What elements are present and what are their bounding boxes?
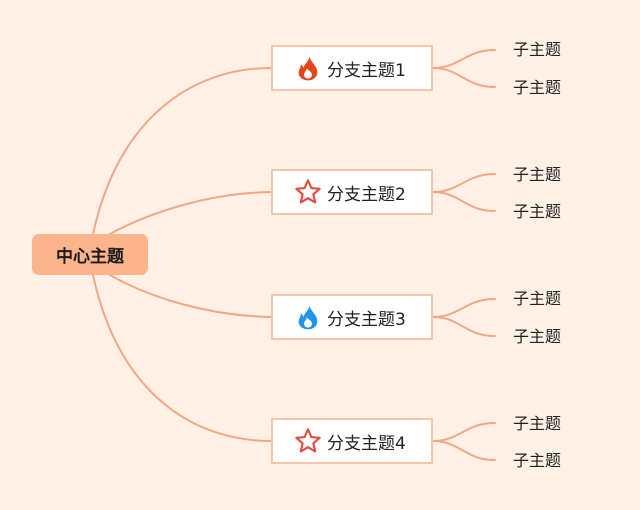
branch-topic-4-label: 分支主题4 — [327, 433, 406, 454]
star-icon — [294, 178, 322, 206]
branch-4-subtopic-1[interactable]: 子主题 — [513, 414, 562, 433]
star-icon — [294, 427, 322, 455]
branch-3-subtopic-1[interactable]: 子主题 — [513, 289, 562, 308]
fire-shape — [298, 305, 318, 330]
central-to-branch-2-connector — [109, 191, 272, 235]
central-topic-label: 中心主题 — [56, 247, 124, 267]
branch-3-subtopic-2[interactable]: 子主题 — [513, 327, 562, 346]
fire-shape — [298, 56, 318, 81]
branch-topic-4[interactable]: 分支主题4 — [271, 418, 433, 464]
branch-2-subtopic-1[interactable]: 子主题 — [513, 165, 562, 184]
branch-1-sub-1-connector — [432, 49, 496, 69]
central-to-branch-1-connector — [92, 67, 272, 235]
branch-2-sub-2-connector — [432, 191, 496, 212]
branch-1-subtopic-2[interactable]: 子主题 — [513, 78, 562, 97]
central-topic[interactable]: 中心主题 — [32, 234, 148, 275]
branch-4-subtopic-2[interactable]: 子主题 — [513, 451, 562, 470]
branch-3-sub-2-connector — [432, 316, 496, 337]
star-shape — [295, 428, 321, 453]
branch-2-subtopic-2[interactable]: 子主题 — [513, 202, 562, 221]
branch-1-subtopic-1[interactable]: 子主题 — [513, 40, 562, 59]
branch-4-sub-2-connector — [432, 440, 496, 461]
branch-topic-2-label: 分支主题2 — [327, 184, 406, 205]
branch-topic-3-label: 分支主题3 — [327, 309, 406, 330]
branch-topic-1[interactable]: 分支主题1 — [271, 45, 433, 91]
branch-3-sub-1-connector — [432, 298, 496, 318]
fire-icon — [294, 54, 322, 82]
branch-topic-3[interactable]: 分支主题3 — [271, 294, 433, 340]
branch-2-sub-1-connector — [432, 173, 496, 193]
central-to-branch-3-connector — [109, 274, 272, 318]
branch-topic-1-label: 分支主题1 — [327, 60, 406, 81]
central-to-branch-4-connector — [92, 274, 272, 442]
fire-icon — [294, 303, 322, 331]
branch-1-sub-2-connector — [432, 67, 496, 88]
star-shape — [295, 179, 321, 204]
branch-topic-2[interactable]: 分支主题2 — [271, 169, 433, 215]
branch-4-sub-1-connector — [432, 422, 496, 442]
